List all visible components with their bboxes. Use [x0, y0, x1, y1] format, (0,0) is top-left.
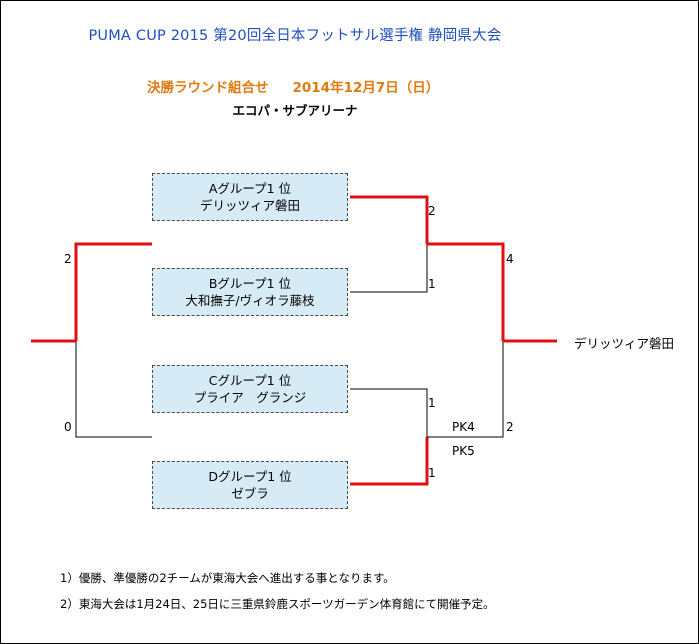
page-title: PUMA CUP 2015 第20回全日本フットサル選手権 静岡県大会 — [88, 28, 502, 44]
line-b-to-semi1 — [350, 244, 428, 293]
team-d-name: ゼブラ — [231, 486, 269, 501]
line-left-top — [74, 242, 152, 341]
team-b-group: Bグループ1 位 — [208, 276, 292, 291]
team-a-name: デリッツィア磐田 — [199, 198, 300, 213]
score-left-bottom: 0 — [64, 420, 72, 434]
note-1: 1）優勝、準優勝の2チームが東海大会へ進出する事となります。 — [60, 571, 395, 585]
match-date: 2014年12月7日（日） — [292, 80, 440, 96]
line-left-bottom — [75, 341, 152, 438]
team-box-c: Cグループ1 位 プライア グランジ — [152, 365, 348, 413]
team-a-group: Aグループ1 位 — [208, 181, 292, 196]
venue-name: エコパ・サブアリーナ — [232, 103, 358, 118]
team-box-d: Dグループ1 位 ゼブラ — [152, 461, 348, 509]
score-final-bottom: 2 — [506, 420, 514, 434]
pk-score-bottom: PK5 — [452, 444, 475, 458]
round-label: 決勝ラウンド組合せ — [147, 80, 269, 96]
team-d-group: Dグループ1 位 — [208, 469, 292, 484]
score-final-top: 4 — [506, 252, 514, 266]
team-box-a: Aグループ1 位 デリッツィア磐田 — [152, 173, 348, 221]
score-semi2-d: 1 — [428, 466, 436, 480]
line-a-to-semi1 — [350, 195, 429, 244]
score-semi1-b: 1 — [428, 277, 436, 291]
line-d-to-semi2 — [350, 437, 429, 486]
line-semi2-to-final — [427, 341, 504, 438]
team-c-name: プライア グランジ — [193, 390, 307, 405]
line-semi1-to-final — [427, 242, 505, 341]
pk-score-top: PK4 — [452, 420, 475, 434]
note-2: 2）東海大会は1月24日、25日に三重県鈴鹿スポーツガーデン体育館にて開催予定。 — [60, 597, 495, 611]
score-semi1-a: 2 — [428, 204, 436, 218]
champion-name: デリッツィア磐田 — [574, 336, 675, 351]
team-b-name: 大和撫子/ヴィオラ藤枝 — [185, 293, 315, 308]
line-c-to-semi2 — [350, 388, 428, 437]
round-subtitle: 決勝ラウンド組合せ 2014年12月7日（日） — [147, 76, 439, 96]
team-c-group: Cグループ1 位 — [208, 373, 292, 388]
score-semi2-c: 1 — [428, 396, 436, 410]
team-box-b: Bグループ1 位 大和撫子/ヴィオラ藤枝 — [152, 268, 348, 316]
score-left-top: 2 — [64, 252, 72, 266]
